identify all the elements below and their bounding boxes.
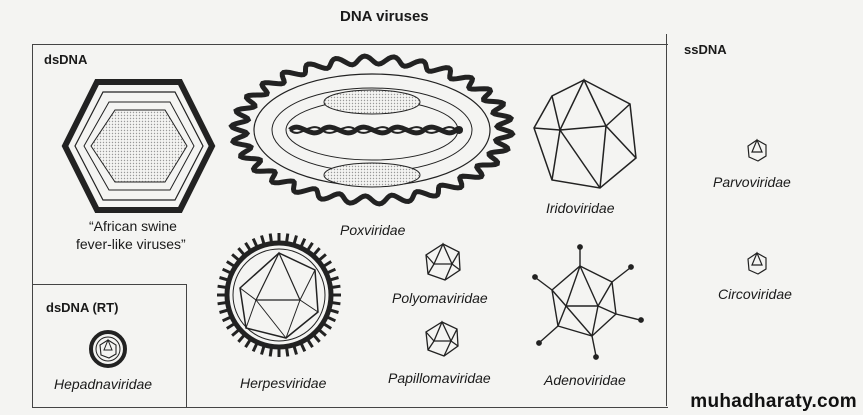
diagram-title: DNA viruses: [340, 8, 429, 25]
hepadnaviridae-virion: [89, 330, 127, 368]
adenoviridae-virion: [532, 244, 644, 360]
poxviridae-virion: [228, 53, 516, 207]
poxviridae-label: Poxviridae: [340, 222, 406, 238]
dsdna-frame: [32, 44, 668, 408]
asfv-label-line2: fever-like viruses”: [76, 236, 186, 252]
watermark: muhadharaty.com: [690, 391, 857, 412]
circoviridae-label: Circoviridae: [718, 286, 792, 302]
herpesviridae-label: Herpesviridae: [240, 375, 327, 391]
ssdna-frame: [666, 34, 837, 406]
group-header-dsdna-rt: dsDNA (RT): [46, 300, 119, 315]
parvoviridae-label: Parvoviridae: [713, 174, 791, 190]
iridoviridae-label: Iridoviridae: [546, 200, 615, 216]
adenoviridae-label: Adenoviridae: [544, 372, 626, 388]
papillomaviridae-virion: [425, 320, 459, 357]
asfv-virion: [61, 79, 216, 213]
herpesviridae-virion: [217, 233, 341, 357]
circoviridae-virion: [747, 251, 767, 275]
dsdna-rt-frame: [32, 284, 187, 408]
polyomaviridae-label: Polyomaviridae: [392, 290, 488, 306]
parvoviridae-virion: [747, 138, 767, 162]
papillomaviridae-label: Papillomaviridae: [388, 370, 491, 386]
polyomaviridae-virion: [425, 242, 461, 281]
asfv-label-line1: “African swine: [89, 218, 177, 234]
group-header-ssdna: ssDNA: [684, 42, 727, 57]
hepadnaviridae-label: Hepadnaviridae: [54, 376, 153, 392]
iridoviridae-virion: [533, 78, 637, 189]
group-header-dsdna: dsDNA: [44, 52, 88, 67]
